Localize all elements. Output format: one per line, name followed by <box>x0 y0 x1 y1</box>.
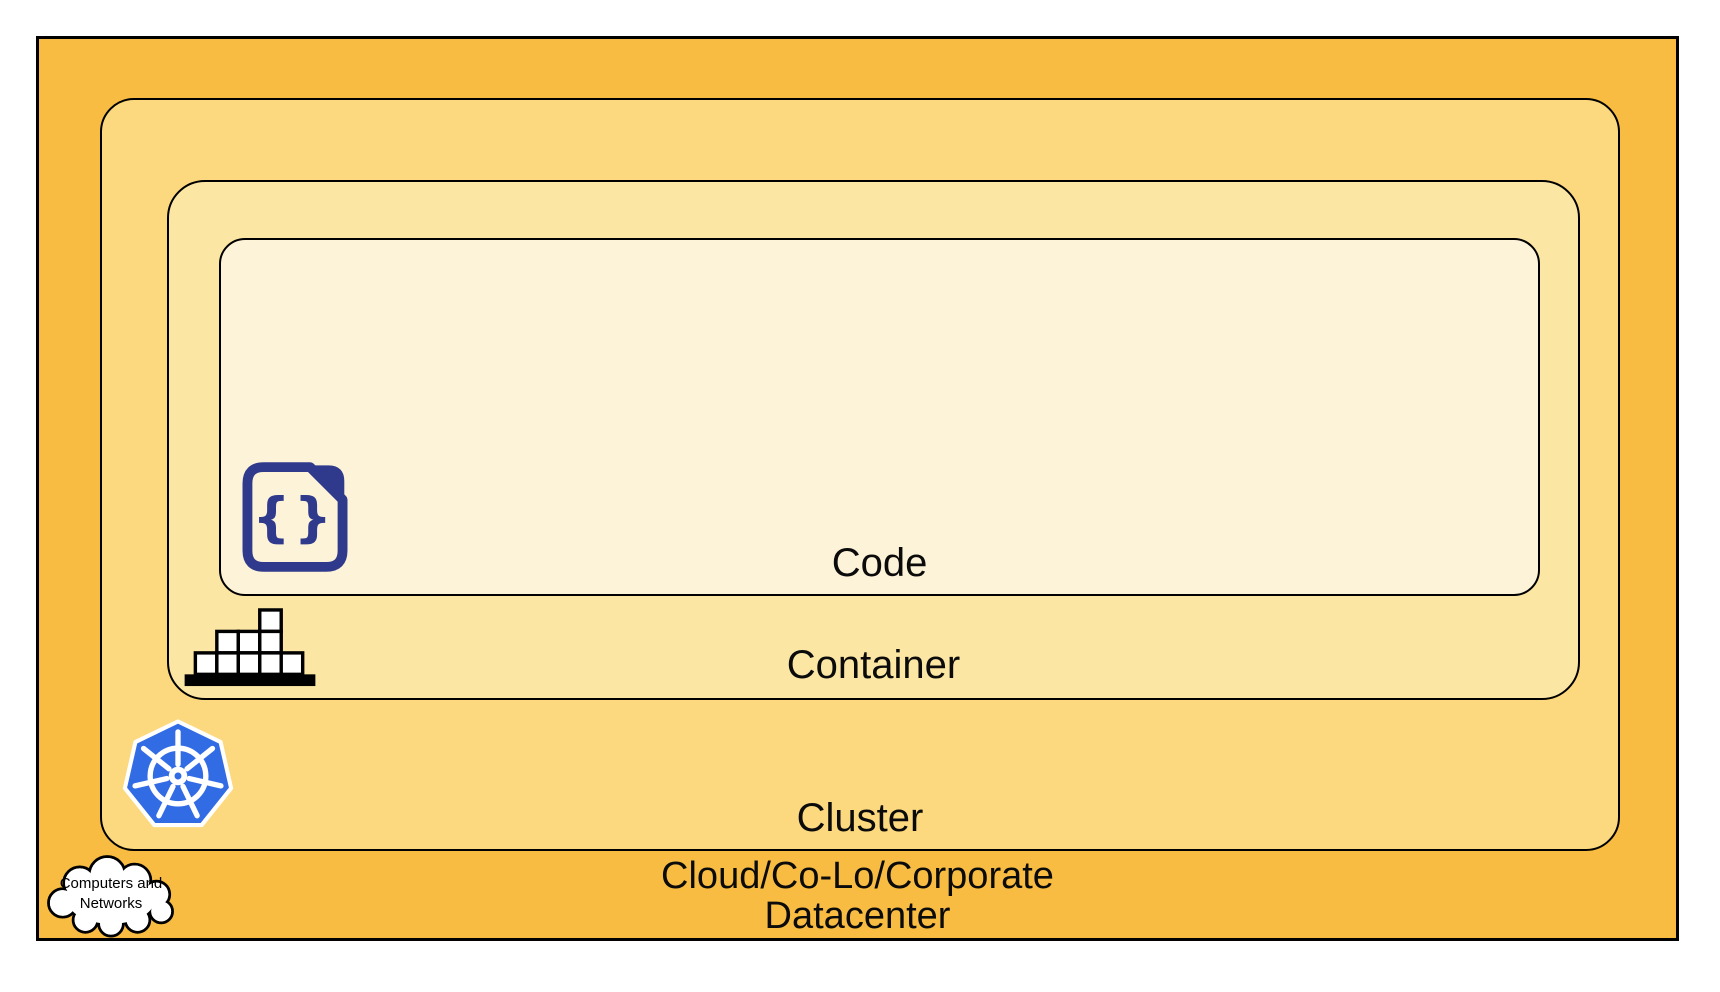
code-file-outline <box>242 462 348 572</box>
layer-container: {} Code <box>167 180 1580 700</box>
layer-code: {} Code <box>219 238 1540 596</box>
datacenter-label-line1: Cloud/Co-Lo/Corporate <box>661 855 1054 897</box>
cloud-label-line1: Computers and <box>59 875 163 892</box>
container-stack-icon <box>184 608 316 687</box>
cloud-node: Computers and Networks <box>40 848 182 938</box>
helm-hub-center <box>174 772 182 780</box>
code-file-fold-corner <box>307 465 345 503</box>
cloud-icon <box>47 855 174 938</box>
datacenter-label-line2: Datacenter <box>764 895 951 937</box>
layer-cluster: {} Code <box>100 98 1620 851</box>
container-pallet <box>184 674 316 687</box>
layer-container-label: Container <box>786 643 961 687</box>
cloud-label-line2: Networks <box>79 895 143 912</box>
kubernetes-helm-wheel <box>132 729 224 819</box>
container-crates <box>193 608 305 677</box>
code-braces-glyph: {} <box>252 486 335 549</box>
layer-datacenter-label: Cloud/Co-Lo/Corporate Datacenter <box>39 856 1676 936</box>
layer-code-label: Code <box>831 541 928 585</box>
code-file-icon: {} <box>242 462 348 572</box>
layer-cluster-label: Cluster <box>796 796 924 840</box>
layer-datacenter: {} Code <box>36 36 1679 941</box>
cloud-label: Computers and Networks <box>40 874 182 914</box>
kubernetes-helm-icon <box>122 719 234 828</box>
cloud-fill <box>49 857 172 935</box>
